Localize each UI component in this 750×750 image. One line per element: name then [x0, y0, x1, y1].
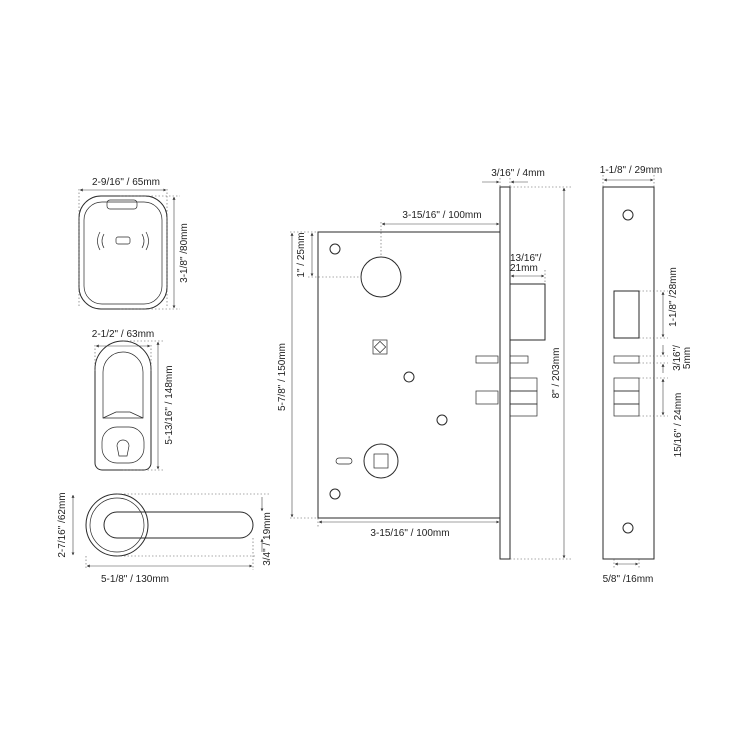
- keyhole-icon: [116, 439, 130, 457]
- faceplate-front-view: 1-1/8" / 29mm 1-1/8" /28mm 3/16"/ 5mm 15…: [600, 165, 693, 585]
- deadbolt-inside: [475, 390, 499, 405]
- latch-opening: [613, 290, 640, 339]
- faceplate-screw-hole-bottom: [622, 522, 634, 534]
- escutcheon-outline: [94, 340, 152, 471]
- cylinder-hole: [363, 443, 399, 479]
- deadbolt-segment-2: [509, 390, 538, 405]
- deadbolt-opening-1: [613, 377, 640, 392]
- lever-length-label: 5-1/8" / 130mm: [101, 574, 169, 585]
- cylinder-housing: [101, 426, 145, 464]
- escutcheon-view: 2-1/2" / 63mm 5-13/16" / 148mm: [92, 329, 175, 471]
- faceplate-height-label: 8" / 203mm: [551, 348, 562, 399]
- latch-throw-label-line1: 13/16"/: [510, 253, 542, 264]
- rose-inner-ring: [89, 497, 145, 553]
- lever-outline: [103, 511, 254, 539]
- faceplate-thickness-label: 3/16" / 4mm: [491, 168, 545, 179]
- lever-handle-view: 2-7/16" /62mm 5-1/8" / 130mm 3/4" / 19mm: [57, 492, 273, 585]
- screw-hole-2: [436, 414, 448, 426]
- latch-throw-label-line2: 21mm: [510, 263, 538, 274]
- mounting-hole-top: [329, 243, 341, 255]
- lever-rose-height-label: 2-7/16" /62mm: [57, 492, 68, 557]
- hub-offset-label: 1" / 25mm: [296, 232, 307, 277]
- cylinder-square: [373, 453, 389, 469]
- card-reader-inner-outline: [83, 201, 163, 305]
- lever-hub-hole: [360, 256, 402, 298]
- card-reader-height-label: 3-1/8" /80mm: [179, 223, 190, 283]
- escutcheon-window: [102, 351, 144, 419]
- trigger-inside: [475, 355, 499, 364]
- thumbturn-square-inner: [373, 340, 387, 354]
- deadbolt-opening-height-label: 15/16" / 24mm: [673, 393, 684, 458]
- mounting-hole-bottom: [329, 488, 341, 500]
- rfid-waves-left-icon: [97, 231, 105, 251]
- trigger-outside: [509, 355, 529, 364]
- mortise-body-view: 1" / 25mm 5-7/8" / 150mm 3-15/16" / 100m…: [277, 168, 572, 560]
- trigger-opening: [613, 355, 640, 364]
- latch-bolt: [509, 283, 546, 341]
- card-reader-front-view: 2-9/16" / 65mm 3-1/8" /80mm: [78, 177, 190, 310]
- case-height-label: 5-7/8" / 150mm: [277, 343, 288, 411]
- rfid-waves-right-icon: [141, 231, 149, 251]
- case-depth-label: 3-15/16" / 100mm: [370, 528, 449, 539]
- escutcheon-window-bottom: [102, 411, 144, 419]
- trigger-height-label-line2: 5mm: [682, 347, 693, 369]
- latch-opening-height-label: 1-1/8" /28mm: [668, 267, 679, 327]
- mortise-case-outline: [317, 231, 501, 519]
- card-reader-outline: [78, 195, 168, 310]
- faceplate-outline: [602, 186, 655, 560]
- thumbturn-square: [372, 339, 388, 355]
- lever-thickness-label: 3/4" / 19mm: [262, 512, 273, 566]
- screw-hole-1: [403, 371, 415, 383]
- trigger-height-label-line1: 3/16"/: [672, 345, 683, 371]
- slot: [335, 457, 353, 465]
- deadbolt-segment-1: [509, 377, 538, 392]
- faceplate-side: [499, 186, 511, 560]
- faceplate-width-label: 1-1/8" / 29mm: [600, 165, 662, 176]
- opening-width-label: 5/8" /16mm: [603, 574, 654, 585]
- deadbolt-opening-2: [613, 390, 640, 405]
- card-reader-badge: [115, 236, 131, 245]
- escutcheon-width-label: 2-1/2" / 63mm: [92, 329, 154, 340]
- backset-label: 3-15/16" / 100mm: [402, 210, 481, 221]
- deadbolt-segment-3: [509, 403, 538, 417]
- deadbolt-opening-3: [613, 403, 640, 417]
- rose-outline: [85, 493, 149, 557]
- card-reader-width-label: 2-9/16" / 65mm: [92, 177, 160, 188]
- card-reader-top-slot: [106, 199, 138, 210]
- faceplate-screw-hole-top: [622, 209, 634, 221]
- escutcheon-height-label: 5-13/16" / 148mm: [164, 365, 175, 444]
